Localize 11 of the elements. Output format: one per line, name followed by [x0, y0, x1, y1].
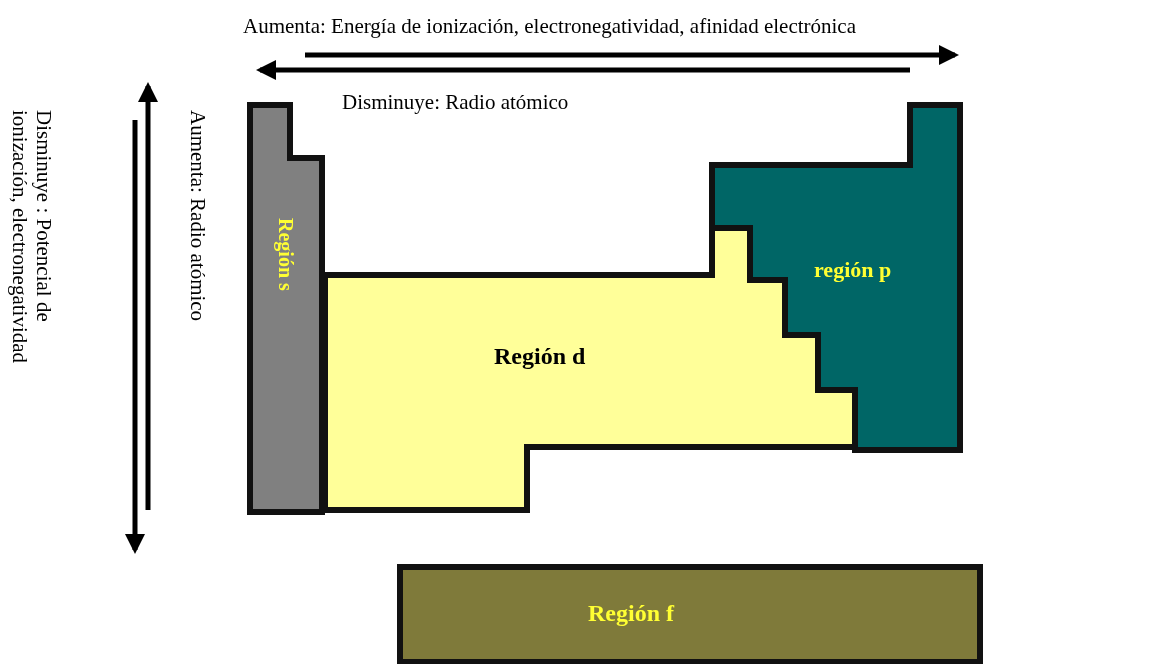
region-label: Región f	[588, 600, 674, 627]
trend-label: Aumenta: Radio atómico	[186, 110, 211, 322]
p-block-region	[712, 105, 960, 450]
region-label: Región s	[274, 218, 297, 291]
region-label: Región d	[494, 343, 586, 370]
trend-label: Disminuye : Potencial de ionización, electronegatividad	[8, 110, 57, 366]
trend-label: Disminuye: Radio atómico	[342, 90, 569, 115]
f-block-region	[400, 567, 980, 662]
trend-label: Aumenta: Energía de ionización, electronegatividad, afinidad electrónica	[243, 14, 856, 39]
s-block-region	[250, 105, 322, 512]
region-label: región p	[814, 257, 892, 283]
